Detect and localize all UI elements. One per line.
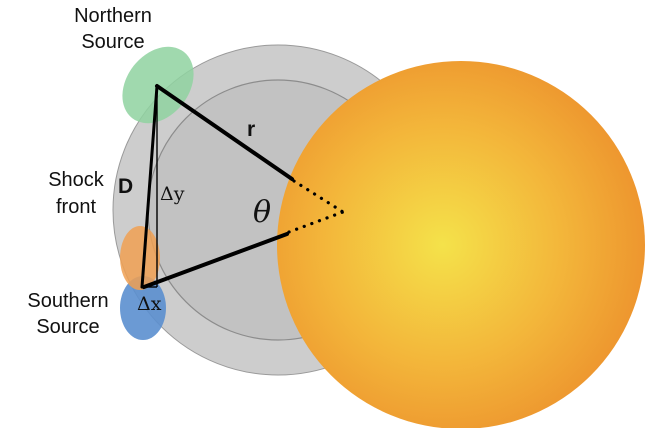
label-southern-1: Southern <box>27 290 108 312</box>
line-r-north <box>155 84 294 181</box>
label-r: r <box>247 118 255 141</box>
label-northern-2: Source <box>81 31 144 53</box>
label-southern-2: Source <box>36 316 99 338</box>
dotted-upper <box>292 179 345 214</box>
dotted-lower <box>287 210 345 234</box>
label-shock-2: front <box>56 196 96 218</box>
sun <box>277 61 645 428</box>
line-south <box>142 232 289 289</box>
label-theta: θ <box>253 195 271 230</box>
label-delta-x: Δx <box>137 293 162 315</box>
southern-source-blob-orange <box>120 226 160 290</box>
label-northern-1: Northern <box>74 5 152 27</box>
label-D: D <box>118 175 133 198</box>
southern-source-blob-blue <box>120 276 166 340</box>
label-delta-y: Δy <box>160 183 185 205</box>
label-shock-1: Shock <box>48 169 105 191</box>
line-D <box>140 84 159 289</box>
